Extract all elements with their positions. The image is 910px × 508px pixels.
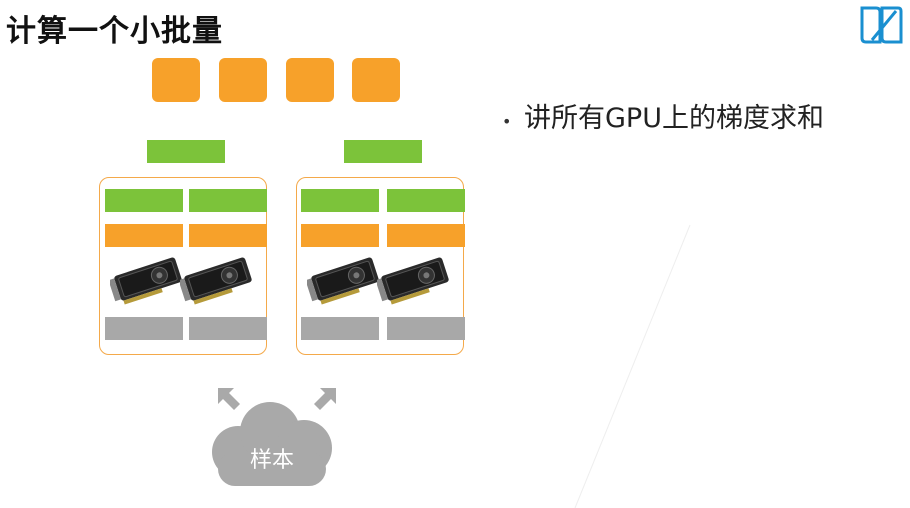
top-orange-block [352, 58, 400, 102]
gpu-card-icon [110, 257, 182, 305]
gradient-cell [105, 189, 183, 212]
arrow-up-icon [314, 388, 336, 410]
gpu-card-icon [307, 257, 379, 305]
worker-box [99, 177, 267, 355]
aggregated-gradient-bar [344, 140, 422, 163]
bullet-marker: • [502, 112, 512, 131]
slide-title: 计算一个小批量 [6, 14, 223, 49]
worker-box [296, 177, 465, 355]
bullet-text: 讲所有GPU上的梯度求和 [524, 103, 824, 134]
parameter-cell [105, 224, 183, 247]
cloud-icon [212, 402, 332, 486]
gradient-cell [387, 189, 465, 212]
data-cell [301, 317, 379, 340]
parameter-cell [301, 224, 379, 247]
aggregated-gradient-bar [147, 140, 225, 163]
gradient-cell [301, 189, 379, 212]
data-cell [387, 317, 465, 340]
top-orange-block [219, 58, 267, 102]
logo-icon [860, 6, 903, 44]
gpu-card-icon [180, 257, 252, 305]
parameter-cell [189, 224, 267, 247]
top-orange-block [152, 58, 200, 102]
data-cell [105, 317, 183, 340]
parameter-cell [387, 224, 465, 247]
gpu-card-icon [377, 257, 449, 305]
gradient-cell [189, 189, 267, 212]
cloud-label: 样本 [249, 448, 294, 473]
top-orange-block [286, 58, 334, 102]
data-cell [189, 317, 267, 340]
arrow-up-icon [218, 388, 240, 410]
